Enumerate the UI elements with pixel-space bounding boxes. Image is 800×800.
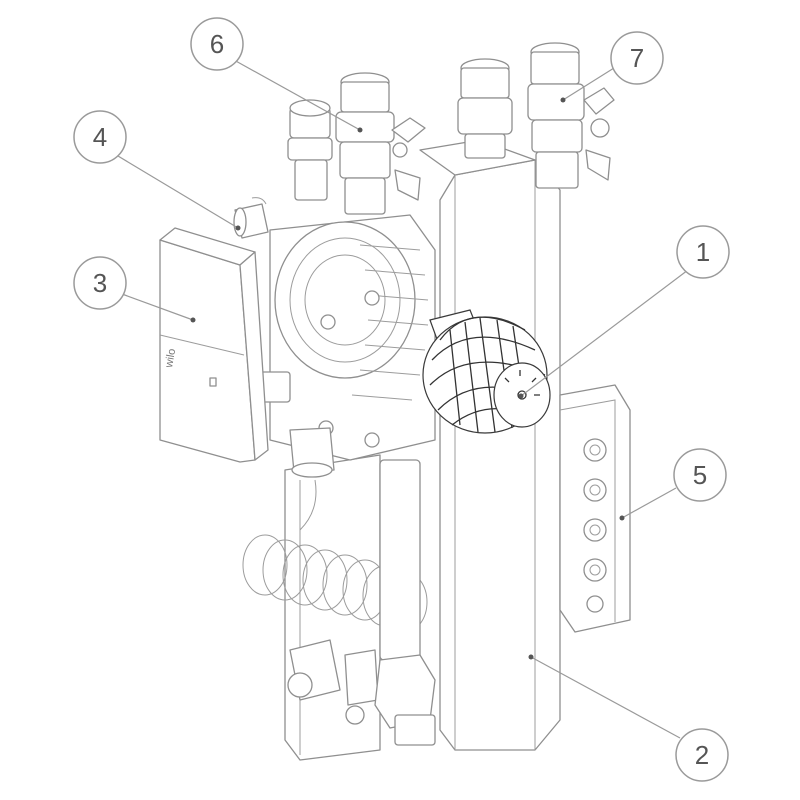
callout-6: 6: [190, 17, 244, 71]
callout-label: 5: [693, 460, 707, 490]
pump-control-module: wilo: [159, 227, 269, 463]
pipe-connection: [233, 197, 269, 239]
brand-logo: wilo: [163, 348, 178, 370]
callout-1: 1: [676, 225, 730, 279]
callout-label: 4: [93, 122, 107, 152]
callout-4: 4: [73, 110, 127, 164]
callout-5: 5: [673, 448, 727, 502]
thermostatic-head: [422, 309, 551, 434]
callout-label: 3: [93, 268, 107, 298]
callout-label: 2: [695, 740, 709, 770]
junction-box: [559, 384, 631, 633]
leader-lines: [117, 59, 689, 739]
callout-label: 6: [210, 29, 224, 59]
callout-3: 3: [73, 256, 127, 310]
pump-housing: [249, 214, 436, 478]
lower-fittings: [287, 459, 436, 746]
callout-2: 2: [675, 728, 729, 782]
isolation-valve-right: [457, 42, 615, 189]
callout-label: 7: [630, 43, 644, 73]
isolation-valve-left: [287, 72, 426, 215]
callout-7: 7: [610, 31, 664, 85]
callout-label: 1: [696, 237, 710, 267]
